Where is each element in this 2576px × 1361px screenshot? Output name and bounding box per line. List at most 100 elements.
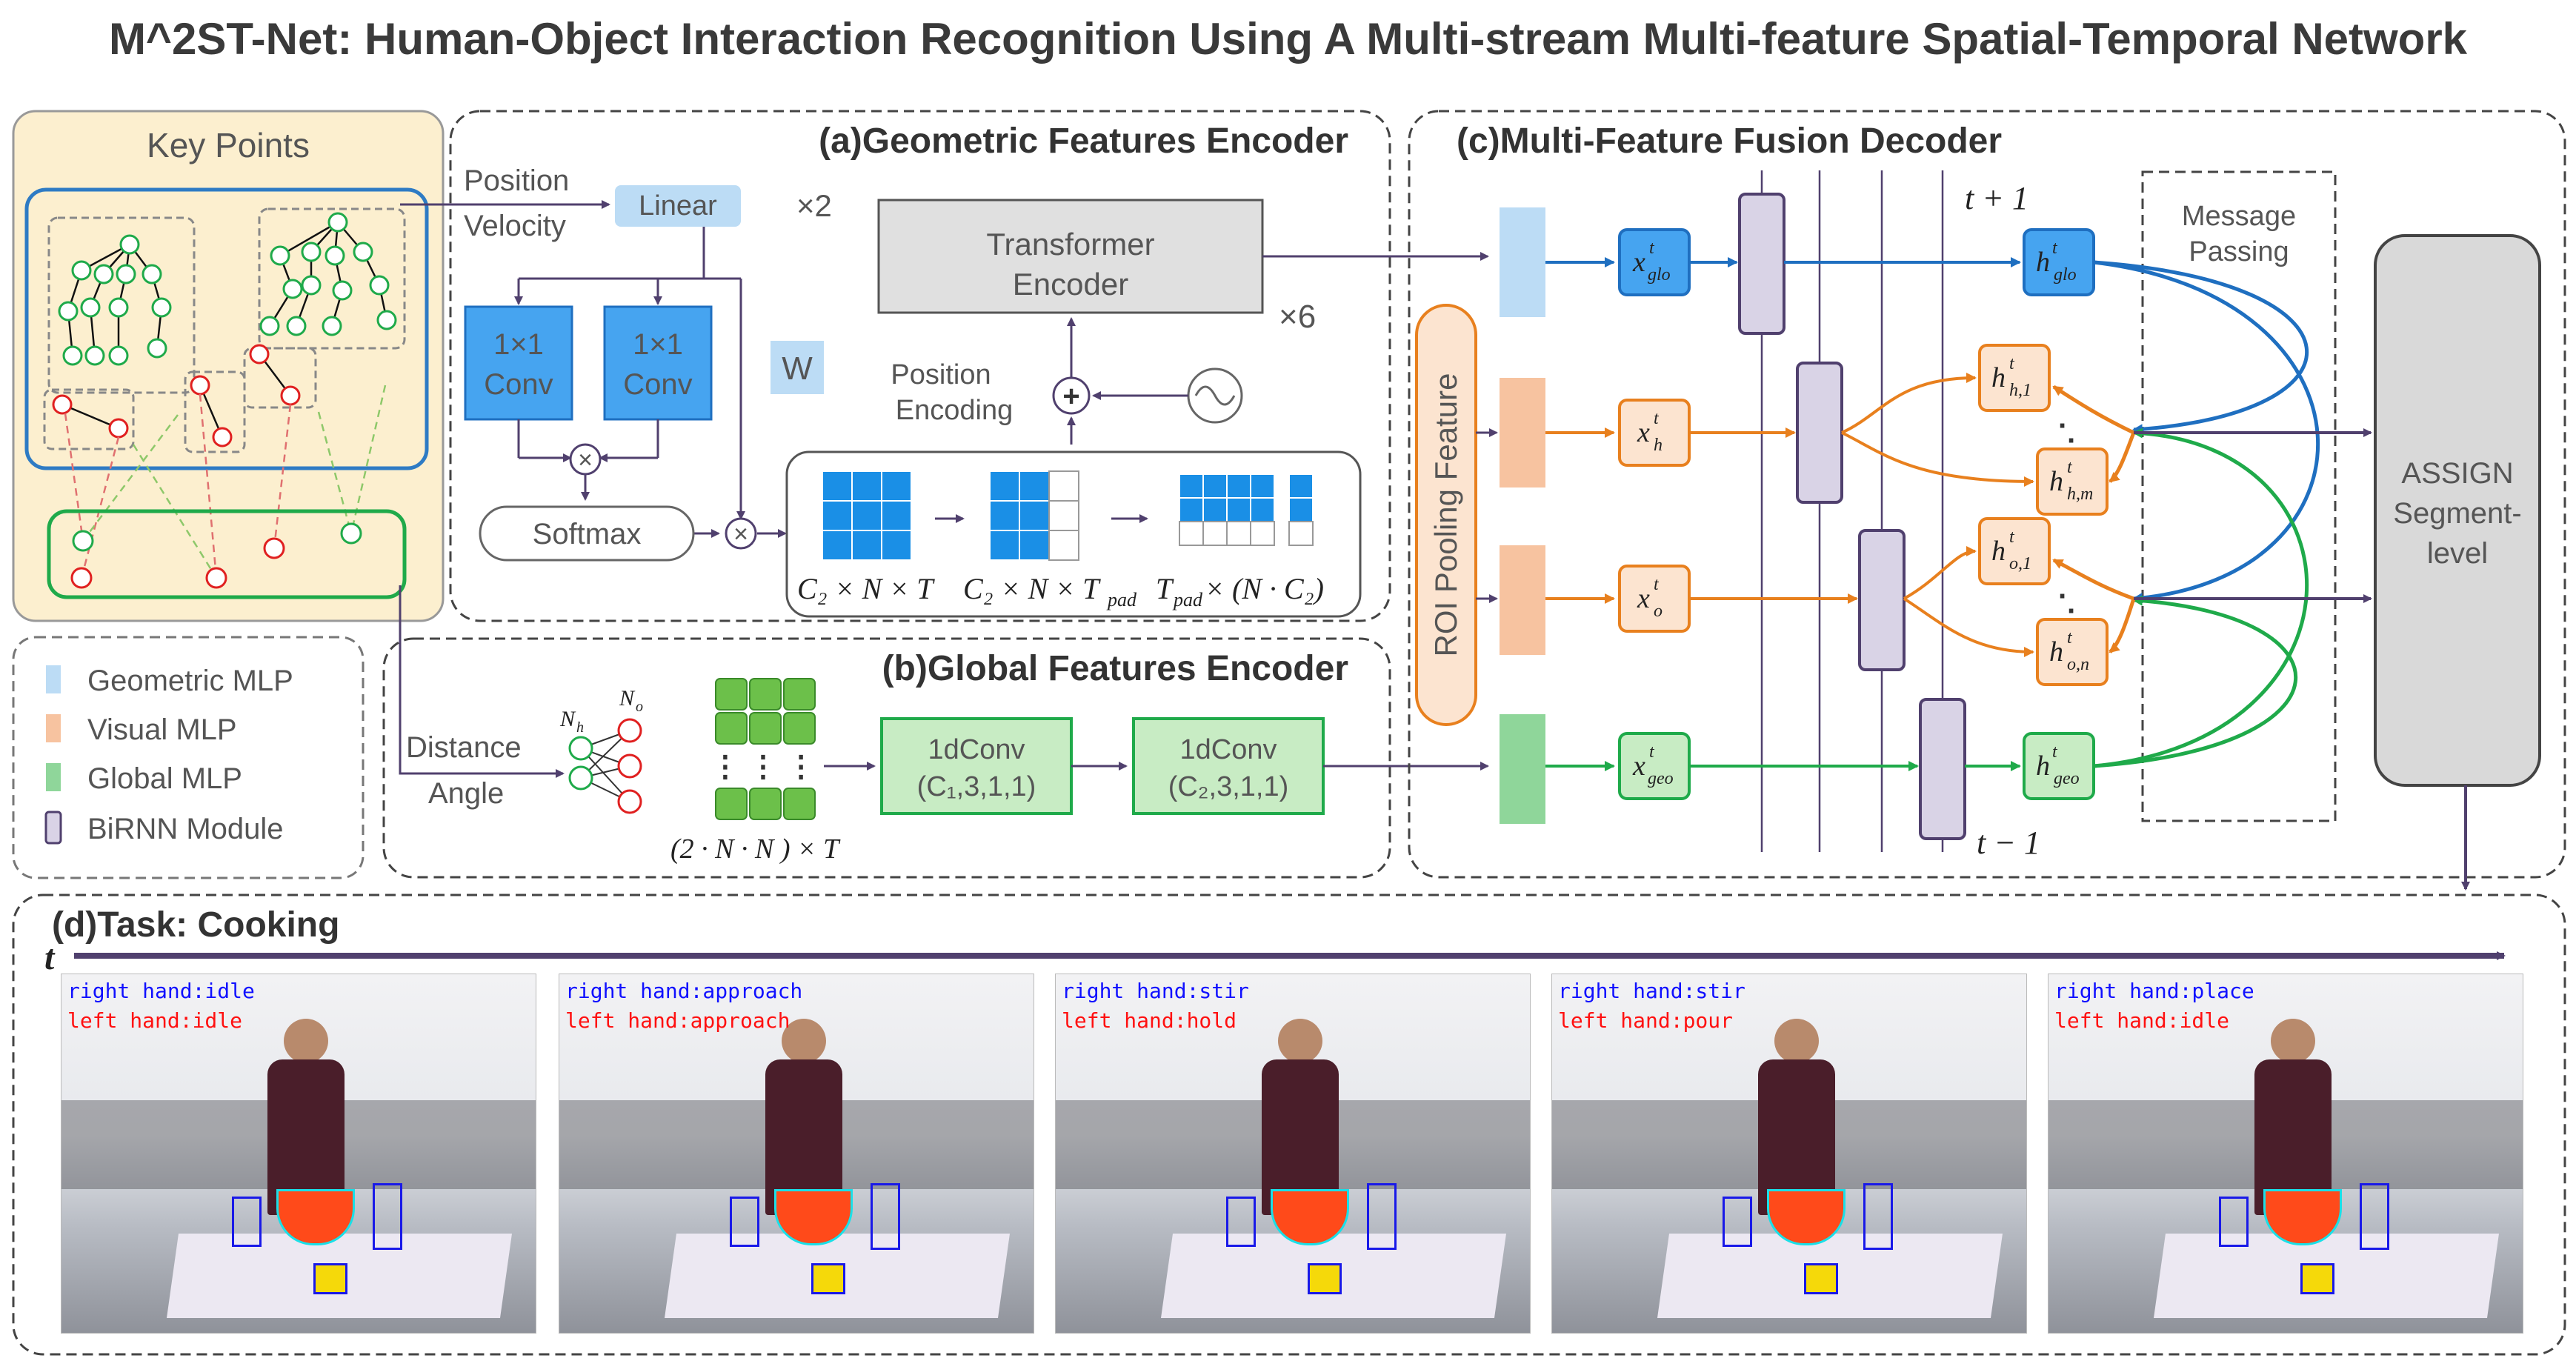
tensor-shape-3-sub: pad [1172, 589, 1203, 610]
h-hm-node [2036, 447, 2109, 516]
legend-label-global: Global MLP [87, 762, 242, 795]
global-tensor-shape: (2 · N · N ) × T [670, 833, 841, 865]
assign-block [2374, 234, 2541, 787]
visual-mlp-block-1 [1500, 378, 1545, 488]
h-h1-sub: h,1 [2009, 381, 2031, 400]
angle-label: Angle [428, 777, 504, 810]
right-hand-action: right hand:approach [565, 979, 803, 1003]
conv1x1-b [603, 305, 713, 421]
pos-enc-label-2: Encoding [896, 395, 1013, 426]
legend-swatch-geometric [46, 665, 61, 693]
velocity-label: Velocity [464, 210, 566, 242]
assign-label-2: Segment- [2393, 497, 2521, 530]
conv1d-2-label-1: 1dConv [1180, 734, 1277, 765]
svg-text:t: t [2067, 628, 2073, 648]
task-section: (d)Task: Cooking t [12, 894, 2566, 1356]
h-glo-node [2023, 228, 2095, 296]
time-axis-label: t [44, 938, 56, 977]
right-hand-action: right hand:place [2054, 979, 2254, 1003]
conv1d-2-label-2: (C₂,3,1,1) [1168, 771, 1289, 802]
conv1x1-a [464, 305, 573, 421]
h-hm-sub: h,m [2067, 485, 2093, 504]
svg-text:×: × [578, 446, 593, 474]
legend-swatch-visual [46, 714, 61, 742]
tensor-shape-1: C₂ × N × T [797, 572, 935, 605]
left-hand-action: left hand:hold [1062, 1008, 1237, 1033]
message-passing-box [2141, 170, 2337, 822]
tensor-reshape-group [785, 450, 1362, 618]
object-node-3 [617, 789, 642, 814]
x-glo-node [1618, 228, 1691, 296]
linear-repeat: ×2 [796, 188, 832, 223]
h-h1-node [1978, 344, 2051, 412]
roi-label: ROI Pooling Feature [1428, 373, 1463, 657]
h-o1-node [1978, 517, 2051, 585]
conv-a-label-1: 1×1 [493, 328, 544, 361]
svg-text:h: h [1991, 536, 2006, 567]
legend-label-geometric: Geometric MLP [87, 665, 293, 697]
left-hand-action: left hand:idle [67, 1008, 243, 1033]
h-o1-sub: o,1 [2009, 554, 2031, 573]
svg-text:t: t [1654, 575, 1660, 594]
legend-label-visual: Visual MLP [87, 713, 237, 746]
tensor-shape-2-sub: pad [1106, 589, 1137, 610]
distance-label: Distance [406, 731, 522, 764]
video-frame: right hand:idle left hand:idle [61, 974, 536, 1334]
legend-swatch-global [46, 763, 61, 791]
nh-label: N [559, 707, 576, 731]
legend-label-birnn: BiRNN Module [87, 813, 284, 845]
softmax-label: Softmax [533, 518, 642, 550]
hand-node-1 [568, 736, 593, 761]
tensor-shape-3b: × (N · C₂) [1205, 572, 1324, 605]
legend-swatch-birnn [44, 811, 62, 845]
tensor-shape-3a: T [1156, 572, 1174, 605]
right-hand-action: right hand:idle [67, 979, 255, 1003]
conv1d-block-1 [880, 717, 1073, 815]
svg-text:t: t [2052, 742, 2058, 762]
legend: Geometric MLP Visual MLP Global MLP BiRN… [12, 636, 365, 879]
left-hand-action: left hand:idle [2054, 1008, 2230, 1033]
birnn-module-1 [1738, 193, 1785, 335]
svg-text:t: t [1649, 239, 1655, 258]
x-glo-sub: glo [1648, 265, 1671, 284]
pos-enc-label-1: Position [891, 359, 991, 390]
section-b-title: (b)Global Features Encoder [882, 649, 1348, 688]
svg-text:·: · [2058, 410, 2068, 442]
video-frame: right hand:place left hand:idle [2048, 974, 2523, 1334]
section-c-title: (c)Multi-Feature Fusion Decoder [1457, 122, 2002, 161]
section-d-title: (d)Task: Cooking [52, 905, 339, 945]
h-geo-node [2023, 732, 2095, 800]
birnn-module-2 [1796, 362, 1843, 504]
key-points-panel: Key Points [12, 110, 445, 622]
no-sub: o [636, 699, 643, 715]
svg-text:·: · [2058, 580, 2068, 613]
svg-text:x: x [1637, 583, 1650, 614]
h-on-sub: o,n [2067, 655, 2089, 674]
x-geo-node [1618, 732, 1691, 800]
w-matrix [771, 341, 824, 394]
x-o-sub: o [1654, 602, 1663, 621]
geometric-encoder-section: (a)Geometric Features Encoder Position V… [400, 110, 1489, 622]
geometric-mlp-block [1500, 207, 1545, 317]
conv1d-1-label-2: (C₁,3,1,1) [917, 771, 1036, 802]
linear-layer [615, 185, 741, 227]
transformer-label-1: Transformer [986, 227, 1154, 262]
x-h-sub: h [1654, 436, 1663, 455]
svg-text:x: x [1632, 247, 1645, 278]
conv1d-1-label-1: 1dConv [928, 734, 1025, 765]
linear-label: Linear [639, 190, 717, 222]
roi-pooling-bar [1415, 304, 1477, 726]
tensor-shape-2: C₂ × N × T [963, 572, 1101, 605]
page-title: M^2ST-Net: Human-Object Interaction Reco… [108, 14, 2468, 64]
svg-text:x: x [1637, 417, 1650, 448]
svg-text:t: t [2052, 239, 2058, 258]
video-frame: right hand:approach left hand:approach [559, 974, 1034, 1334]
assign-label-3: level [2427, 537, 2488, 570]
message-label-2: Passing [2189, 236, 2289, 267]
transformer-label-2: Encoder [1013, 267, 1128, 302]
nh-sub: h [576, 719, 584, 736]
left-hand-action: left hand:approach [565, 1008, 791, 1033]
x-geo-sub: geo [1648, 769, 1674, 788]
